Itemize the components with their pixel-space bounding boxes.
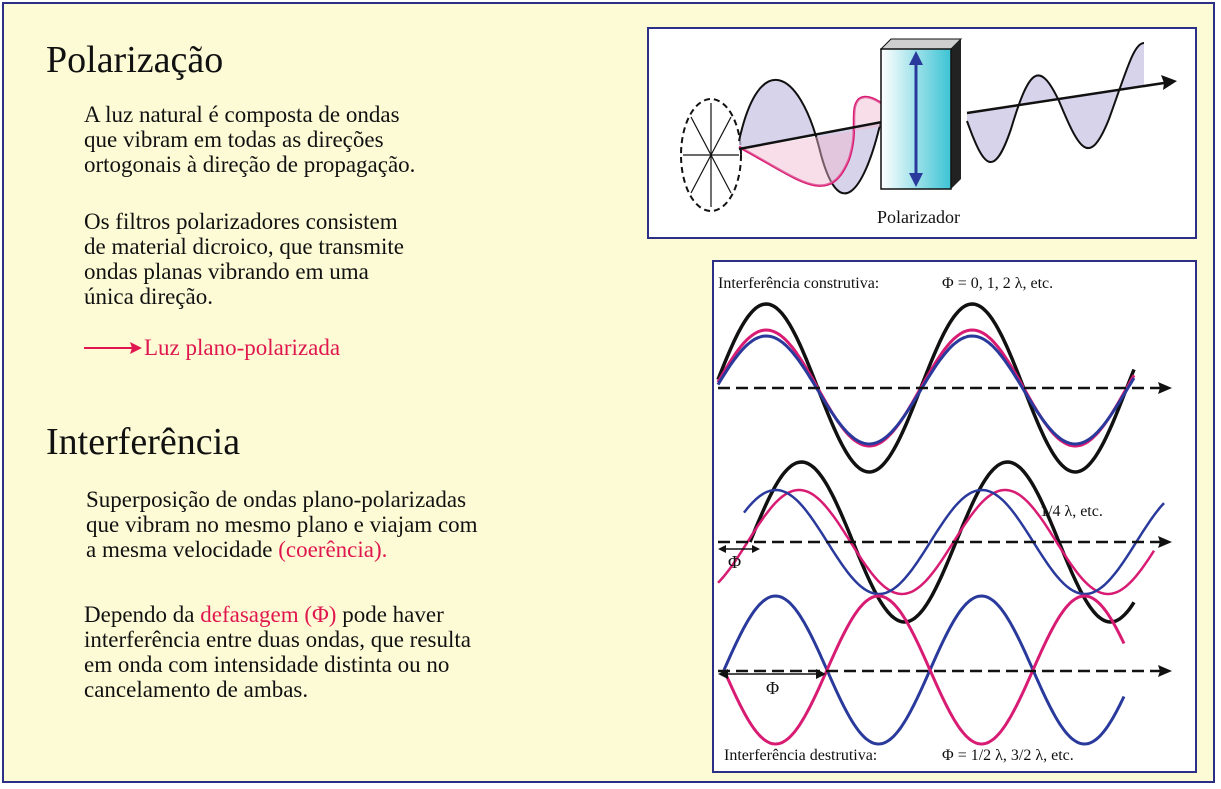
destructive-axis-arrow-icon (1158, 665, 1172, 677)
polarization-paragraph-1: A luz natural é composta de ondas que vi… (84, 102, 416, 177)
destructive-phase-arrow-left-icon (718, 669, 728, 679)
interference-paragraph-1-text: Superposição de ondas plano-polarizadas … (86, 487, 478, 562)
propagation-axis-out (966, 81, 1165, 115)
polarization-title: Polarização (46, 39, 224, 81)
crossing-wave-fill (739, 96, 917, 186)
destructive-wave-b (722, 594, 1126, 746)
right-arrow-icon (84, 342, 142, 354)
quarter-axis-arrow-icon (1158, 536, 1172, 548)
destructive-phase-arrow-right-icon (816, 669, 826, 679)
constructive-waves (716, 302, 1172, 474)
natural-light-ellipse (680, 98, 742, 212)
plane-polarized-label: Luz plano-polarizada (144, 335, 341, 360)
constructive-formula: Φ = 0, 1, 2 λ, etc. (942, 275, 1053, 292)
interference-title: Interferência (46, 421, 241, 463)
phase-arrow-right-icon (752, 545, 760, 553)
interference-paragraph-1: Superposição de ondas plano-polarizadas … (86, 487, 478, 562)
constructive-label: Interferência construtiva: (718, 275, 879, 292)
phase-label-half: Φ (766, 678, 779, 698)
quarter-wave-a (717, 488, 1156, 596)
axis-arrow-down-icon (909, 173, 923, 187)
quarter-wave-label: 1/4 λ, etc. (1040, 503, 1103, 520)
polarizer-label: Polarizador (877, 207, 960, 227)
phase-label-quarter: Φ (728, 552, 741, 572)
destructive-wave-a (722, 594, 1126, 746)
phase-arrow-left-icon (718, 545, 726, 553)
polarization-paragraph-2: Os filtros polarizadores consistem de ma… (84, 209, 404, 309)
interference-diagram: Interferência construtiva: Φ = 0, 1, 2 λ… (712, 260, 1197, 773)
interference-paragraph-2-end: pode haver interferência entre duas onda… (84, 602, 471, 702)
quarter-wave-waves: Φ 1/4 λ, etc. (717, 460, 1172, 624)
polarizer-illustration: Polarizador (680, 38, 1177, 227)
destructive-formula: Φ = 1/2 λ, 3/2 λ, etc. (942, 747, 1074, 764)
phase-shift-term: defasagem (Φ) (200, 602, 337, 627)
constructive-resultant-wave (716, 302, 1136, 474)
interference-paragraph-2: Dependo da defasagem (Φ) pode haver inte… (84, 602, 471, 702)
outgoing-wave-fill (967, 43, 1144, 163)
destructive-label: Interferência destrutiva: (724, 747, 877, 764)
destructive-waves: Φ (718, 594, 1172, 746)
constructive-wave-b (716, 334, 1136, 446)
axis-arrow-up-icon (909, 51, 923, 65)
quarter-wave-b (743, 488, 1165, 596)
interference-illustration: Interferência construtiva: Φ = 0, 1, 2 λ… (716, 275, 1172, 764)
incoming-wave-fill (739, 78, 919, 194)
filter-top (879, 38, 963, 50)
polarizer-diagram: Polarizador (647, 27, 1197, 239)
coherence-term: (coerência). (278, 537, 388, 562)
quarter-resultant-wave (748, 460, 1136, 624)
vibration-directions (683, 103, 739, 207)
constructive-axis-arrow-icon (1158, 382, 1172, 394)
filter-side (951, 39, 961, 189)
propagation-arrow-icon (1161, 75, 1177, 90)
interference-paragraph-2-start: Dependo da (84, 602, 201, 627)
